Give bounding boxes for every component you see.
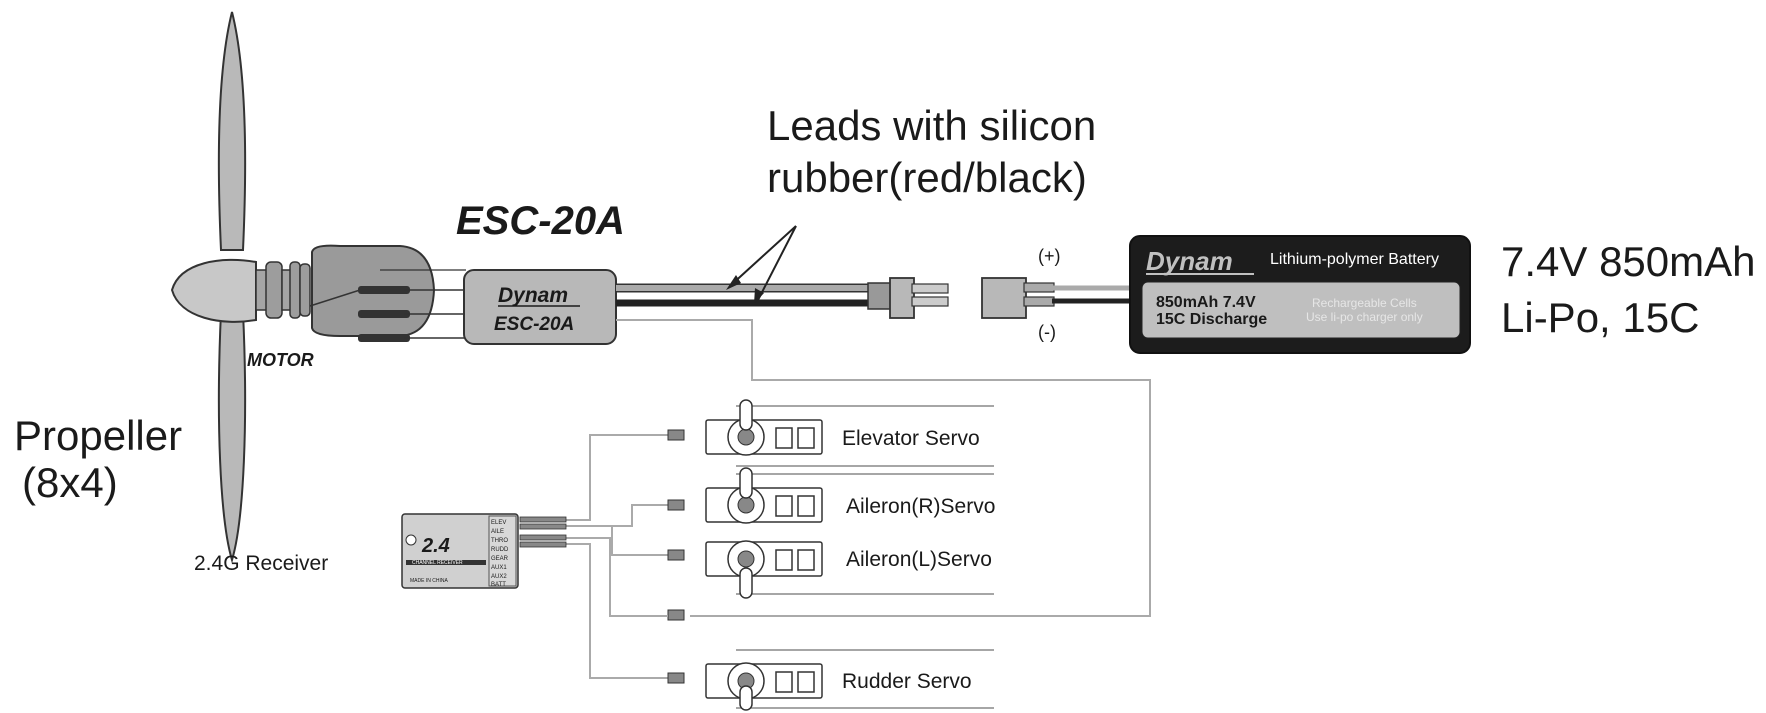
leads-label-line2: rubber(red/black) — [767, 154, 1087, 201]
elevator-servo-label: Elevator Servo — [842, 427, 980, 450]
receiver-made-in: MADE IN CHINA — [410, 578, 448, 584]
battery-spec-line1: 850mAh 7.4V — [1156, 294, 1256, 311]
esc-title: ESC-20A — [456, 199, 625, 243]
leads-label-line1: Leads with silicon — [767, 102, 1096, 149]
port-aile: AILE — [491, 529, 504, 535]
esc-unit: Dynam ESC-20A — [463, 269, 617, 345]
battery-connector — [981, 277, 1130, 319]
port-elev: ELEV — [491, 520, 506, 526]
elevator-servo — [667, 399, 994, 467]
battery-leads — [616, 225, 876, 307]
port-aux1: AUX1 — [491, 565, 507, 571]
port-batt: BATT — [491, 582, 506, 588]
receiver-strip: CHANNEL RECEIVER — [412, 560, 463, 566]
esc-connector — [867, 277, 949, 319]
motor — [255, 244, 466, 342]
battery-brand: Dynam — [1146, 246, 1233, 276]
battery-type: Lithium-polymer Battery — [1270, 251, 1439, 268]
port-aux2: AUX2 — [491, 574, 507, 580]
throttle-plug — [667, 609, 685, 621]
throttle-wire — [616, 319, 1151, 617]
battery: Dynam Lithium-polymer Battery 850mAh 7.4… — [1129, 235, 1471, 354]
polarity-minus: (-) — [1038, 322, 1056, 342]
propeller — [170, 11, 257, 564]
battery-label-line2: Li-Po, 15C — [1501, 294, 1699, 341]
aileron-l-servo-label: Aileron(L)Servo — [846, 548, 992, 571]
aileron-r-servo-label: Aileron(R)Servo — [846, 495, 995, 518]
rudder-servo-label: Rudder Servo — [842, 670, 972, 693]
receiver-logo: 2.4 — [421, 535, 450, 557]
receiver-ports: ELEV AILE THRO RUDD GEAR AUX1 AUX2 BATT — [491, 520, 509, 588]
esc-brand: Dynam — [498, 284, 568, 307]
aileron-l-servo — [667, 540, 994, 599]
battery-label-line1: 7.4V 850mAh — [1501, 238, 1756, 285]
battery-spec-line2: 15C Discharge — [1156, 311, 1267, 328]
receiver-wiring — [566, 434, 668, 679]
esc-model: ESC-20A — [494, 314, 574, 335]
port-gear: GEAR — [491, 556, 509, 562]
receiver: 2.4 MADE IN CHINA CHANNEL RECEIVER ELEV … — [401, 513, 567, 589]
battery-note-line2: Use li-po charger only — [1306, 310, 1423, 324]
propeller-label-line2: (8x4) — [22, 459, 118, 506]
aileron-r-servo — [667, 467, 994, 524]
polarity-plus: (+) — [1038, 246, 1061, 266]
rudder-servo — [667, 649, 994, 711]
receiver-label: 2.4G Receiver — [194, 552, 328, 575]
propeller-label-line1: Propeller — [14, 412, 182, 459]
motor-label: MOTOR — [247, 350, 314, 370]
port-thro: THRO — [491, 538, 508, 544]
port-rudd: RUDD — [491, 547, 509, 553]
battery-note-line1: Rechargeable Cells — [1312, 296, 1417, 310]
